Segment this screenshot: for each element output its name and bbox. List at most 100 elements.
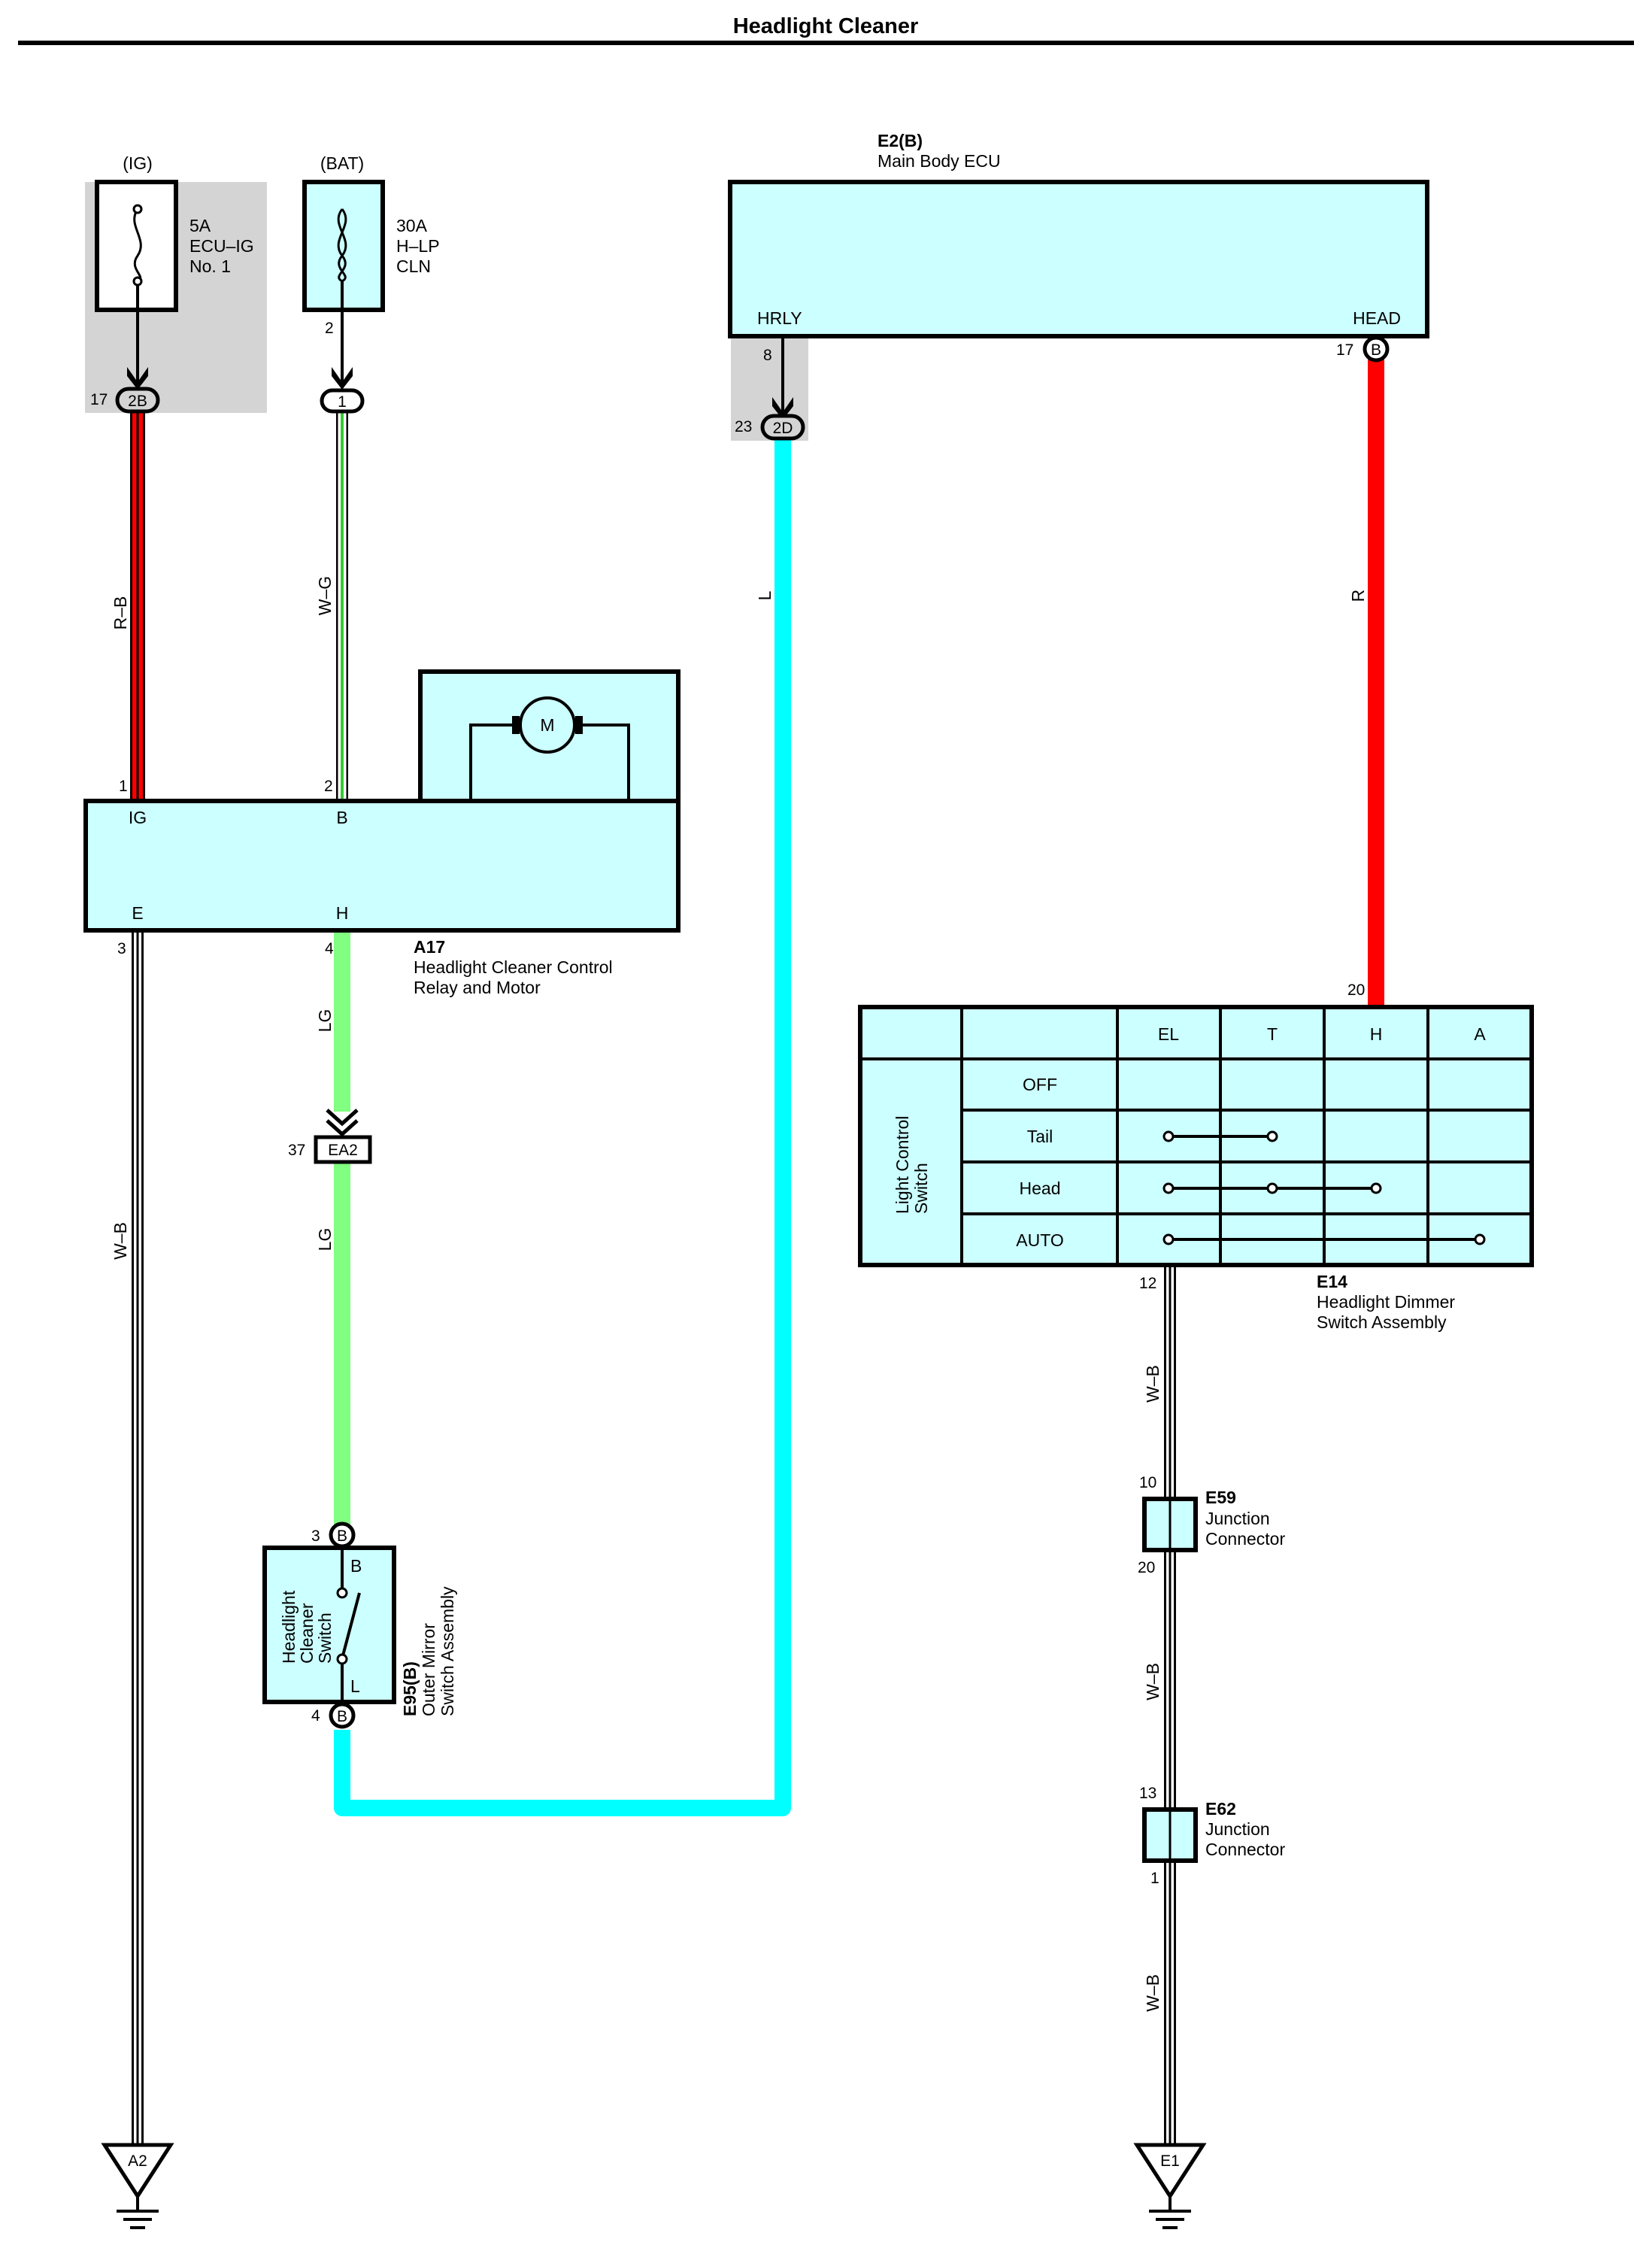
wire-label-r-b: R–B (111, 596, 130, 630)
ecu-pin-head: 17 (1336, 341, 1353, 359)
ground-e1-label: E1 (1160, 2152, 1180, 2170)
e62-pin-bottom: 1 (1150, 1870, 1159, 1887)
relay-pin-b: 2 (324, 778, 333, 795)
motor-icon (519, 696, 576, 754)
dimmer-name2: Switch Assembly (1317, 1312, 1447, 1332)
wire-label-w-b-2: W–B (1143, 1663, 1162, 1700)
relay-pin-e: 3 (117, 940, 126, 957)
connector-b-head-label: B (1371, 341, 1381, 359)
ground-a2: A2 (101, 2143, 174, 2229)
fuse-icon (133, 208, 142, 283)
connector-b-bottom-label: B (337, 1708, 347, 1725)
junction-connector-e59: 10 20 E59 Junction Connector (1138, 1474, 1285, 1576)
chevron-down-icon (326, 1109, 359, 1127)
wire-label-lg-lower: LG (315, 1228, 335, 1251)
diagram-title: Headlight Cleaner (733, 14, 919, 38)
connector-1-label: 1 (338, 393, 347, 411)
ecu-term-head: HEAD (1353, 308, 1401, 328)
dimmer-col-h: H (1370, 1024, 1383, 1044)
relay-name2: Relay and Motor (414, 978, 541, 997)
relay-term-b: B (336, 808, 347, 827)
fuse-ig-rating: 5A (189, 216, 211, 235)
mirror-inner1: Headlight (279, 1590, 299, 1664)
e62-code: E62 (1205, 1799, 1236, 1819)
connector-b-head (1363, 335, 1390, 363)
ecu-pin-hrly: 8 (763, 347, 772, 364)
fuse-bat-source: (BAT) (320, 153, 364, 173)
fuse-h-lp-cln: (BAT) 30A H–LP CLN 2 1 (302, 153, 440, 414)
mirror-term-b: B (350, 1556, 362, 1576)
dimmer-row-off: OFF (1023, 1075, 1057, 1094)
fuse-ecu-ig: (IG) 5A ECU–IG No. 1 17 2B (90, 153, 254, 414)
e59-code: E59 (1205, 1488, 1236, 1507)
wire-label-w-b-3: W–B (1143, 1974, 1162, 2012)
outer-mirror-switch: 3 B B L Headlight Cleaner Switch 4 B E95… (262, 1521, 457, 1729)
dimmer-row-tail: Tail (1027, 1127, 1053, 1146)
ecu-code: E2(B) (878, 131, 923, 150)
main-body-ecu: E2(B) Main Body ECU HRLY HEAD 8 23 2D 17… (728, 131, 1429, 441)
fuse-bat-name2: CLN (396, 256, 431, 276)
ground-e1: E1 (1133, 2143, 1207, 2229)
chevron-down-icon (326, 1119, 359, 1137)
fuse-ig-conn-pin: 17 (90, 391, 108, 408)
connector-2d-label: 2D (773, 420, 793, 437)
mirror-code: E95(B) (400, 1661, 420, 1716)
fuse-ig-source: (IG) (123, 153, 153, 173)
mirror-pin-bottom: 4 (311, 1707, 320, 1725)
dimmer-row-auto: AUTO (1016, 1230, 1063, 1250)
continuity-head (1162, 1182, 1382, 1194)
dimmer-col-el: EL (1158, 1024, 1179, 1044)
wire-l (334, 440, 791, 1816)
dimmer-pin-bottom: 12 (1139, 1275, 1156, 1292)
arrow-down-icon (127, 367, 148, 390)
relay-pin-ig: 1 (119, 778, 128, 795)
mirror-inner3: Switch (315, 1612, 335, 1664)
dimmer-name1: Headlight Dimmer (1317, 1292, 1455, 1312)
fusible-link-icon (337, 208, 347, 283)
ecu-conn-pin: 23 (735, 418, 752, 435)
continuity-auto (1162, 1233, 1486, 1245)
ea2-label: EA2 (328, 1142, 358, 1159)
e62-name2: Connector (1205, 1840, 1285, 1859)
relay-name1: Headlight Cleaner Control (414, 957, 613, 977)
ground-a2-label: A2 (128, 2152, 147, 2170)
fuse-bat-name1: H–LP (396, 236, 440, 256)
junction-ea2: 37 EA2 (288, 1109, 372, 1164)
switch-blade-icon (341, 1592, 361, 1659)
arrow-down-icon (332, 367, 353, 390)
e59-pin-top: 10 (1139, 1474, 1156, 1491)
dimmer-col-t: T (1267, 1024, 1278, 1044)
dimmer-side-label2: Switch (911, 1163, 931, 1214)
fuse-bat-pin: 2 (325, 320, 334, 337)
junction-connector-e62: 13 1 E62 Junction Connector (1139, 1785, 1285, 1887)
e62-name1: Junction (1205, 1819, 1270, 1839)
dimmer-side-label1: Light Control (893, 1116, 912, 1214)
dimmer-pin-top: 20 (1347, 981, 1365, 999)
wire-label-w-b-left: W–B (111, 1222, 130, 1260)
connector-b-top-label: B (337, 1527, 347, 1545)
motor-symbol: M (540, 715, 554, 735)
relay-term-h: H (336, 903, 349, 923)
headlight-cleaner-relay-motor: M 1 2 IG B E H 3 4 A17 Headlight Cleaner… (83, 669, 681, 997)
e62-pin-top: 13 (1139, 1785, 1156, 1802)
continuity-tail (1162, 1130, 1278, 1142)
ground-icon (101, 2143, 174, 2200)
dimmer-row-head: Head (1020, 1179, 1061, 1198)
e59-name2: Connector (1205, 1529, 1285, 1549)
e59-name1: Junction (1205, 1509, 1270, 1528)
ecu-term-hrly: HRLY (757, 308, 802, 328)
ground-icon (1133, 2143, 1207, 2200)
connector-b-bottom (329, 1702, 356, 1729)
e59-pin-bottom: 20 (1138, 1559, 1155, 1576)
wire-label-w-b-1: W–B (1143, 1365, 1162, 1403)
wire-label-l: L (755, 590, 774, 600)
relay-term-e: E (132, 903, 143, 923)
fuse-ig-name1: ECU–IG (189, 236, 254, 256)
mirror-inner2: Cleaner (297, 1603, 317, 1664)
relay-code: A17 (414, 937, 445, 957)
wire-label-lg-upper: LG (315, 1009, 335, 1033)
relay-term-ig: IG (129, 808, 147, 827)
dimmer-col-a: A (1474, 1024, 1486, 1044)
dimmer-code: E14 (1317, 1272, 1347, 1291)
mirror-term-l: L (350, 1676, 360, 1696)
